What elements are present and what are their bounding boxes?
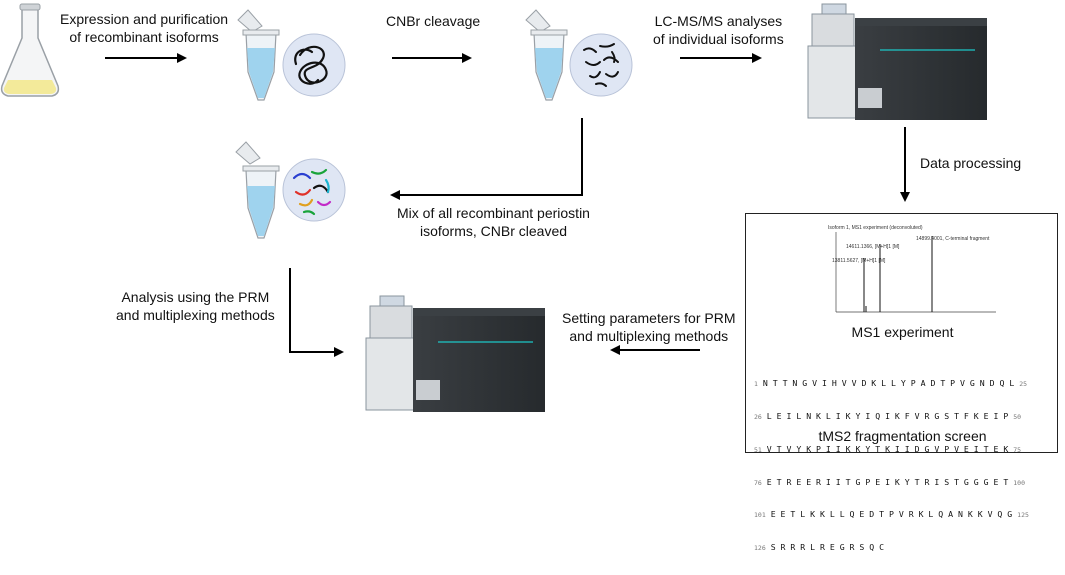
arrow-icon bbox=[105, 53, 910, 357]
row-start: 76 bbox=[754, 478, 762, 487]
label-expression: Expression and purification of recombina… bbox=[60, 10, 228, 46]
protein-circle-icon bbox=[282, 33, 346, 97]
row-seq: E T R E E R I I T G P E I K Y T R I S T … bbox=[766, 476, 1009, 487]
label-line: Setting parameters for PRM bbox=[562, 310, 736, 326]
row-seq: E E T L K K L L Q E D T P V R K L Q A N … bbox=[770, 509, 1013, 520]
label-setting: Setting parameters for PRM and multiplex… bbox=[562, 309, 736, 345]
tube-icon bbox=[235, 141, 280, 239]
row-end: 50 bbox=[1013, 412, 1022, 421]
row-seq: N T T N G V I H V V D K L L Y P A D T P … bbox=[762, 378, 1015, 389]
ms1-caption: MS1 experiment bbox=[851, 324, 954, 340]
label-data-processing: Data processing bbox=[920, 155, 1022, 171]
sequence-row: 101 E E T L K K L L Q E D T P V R K L Q … bbox=[754, 509, 1029, 521]
row-end: 125 bbox=[1017, 511, 1029, 520]
protein-circle-icon bbox=[569, 33, 633, 97]
sequence-row: 76 E T R E E R I I T G P E I K Y T R I S… bbox=[754, 477, 1029, 489]
diagram-graphics bbox=[0, 3, 987, 412]
row-start: 126 bbox=[754, 544, 766, 553]
row-seq: V T V Y K P I I K K Y T K I I D G V P V … bbox=[766, 443, 1009, 454]
peak-label: 13811.5627, [M+H]1 [M] bbox=[832, 258, 886, 264]
row-start: 101 bbox=[754, 511, 766, 520]
row-start: 26 bbox=[754, 412, 762, 421]
row-start: 51 bbox=[754, 445, 762, 454]
tube-icon bbox=[237, 9, 280, 101]
row-seq: S R R R L R E G R S Q C bbox=[770, 542, 885, 553]
row-end: 75 bbox=[1013, 445, 1022, 454]
row-start: 1 bbox=[754, 380, 758, 389]
label-cnbr: CNBr cleavage bbox=[386, 13, 481, 29]
label-mix: Mix of all recombinant periostin isoform… bbox=[397, 204, 590, 240]
label-line: LC-MS/MS analyses bbox=[654, 13, 783, 29]
label-analysis: Analysis using the PRM and multiplexing … bbox=[116, 288, 275, 324]
protein-circle-icon bbox=[282, 158, 346, 222]
label-line: Mix of all recombinant periostin bbox=[397, 205, 590, 221]
peak-label: 14899.4001, C-terminal fragment bbox=[916, 236, 990, 242]
peak-label: 14611.1366, [M+H]1 [M] bbox=[846, 244, 900, 250]
label-line: and multiplexing methods bbox=[569, 328, 729, 344]
row-seq: L E I L N K L I K Y I Q I K F V R G S T … bbox=[766, 410, 1009, 421]
sequence-row: 26 L E I L N K L I K Y I Q I K F V R G S… bbox=[754, 411, 1029, 423]
label-line: Analysis using the PRM bbox=[121, 289, 270, 305]
ms1-spectrum bbox=[835, 232, 996, 313]
label-line: of individual isoforms bbox=[653, 31, 784, 47]
results-panel: Isoform 1, MS1 experiment (deconvoluted)… bbox=[745, 213, 1058, 552]
row-end: 25 bbox=[1019, 380, 1028, 389]
sequence-row: 1 N T T N G V I H V V D K L L Y P A D T … bbox=[754, 378, 1029, 390]
sequence-block: 1 N T T N G V I H V V D K L L Y P A D T … bbox=[754, 357, 1029, 575]
tube-icon bbox=[525, 9, 568, 101]
spectrum-title: Isoform 1, MS1 experiment (deconvoluted) bbox=[828, 225, 923, 231]
tms2-caption: tMS2 fragmentation screen bbox=[818, 428, 987, 444]
sequence-row: 126 S R R R L R E G R S Q C bbox=[754, 542, 1029, 554]
label-lcms: LC-MS/MS analyses of individual isoforms bbox=[653, 12, 784, 48]
mass-spectrometer-icon bbox=[365, 295, 545, 412]
label-line: of recombinant isoforms bbox=[69, 29, 219, 45]
flask-icon bbox=[0, 3, 60, 97]
label-line: isoforms, CNBr cleaved bbox=[419, 223, 568, 239]
sequence-row: 51 V T V Y K P I I K K Y T K I I D G V P… bbox=[754, 444, 1029, 456]
row-end: 100 bbox=[1013, 478, 1025, 487]
label-line: Expression and purification bbox=[60, 11, 229, 27]
mass-spectrometer-icon bbox=[807, 3, 987, 120]
label-line: and multiplexing methods bbox=[116, 307, 275, 323]
